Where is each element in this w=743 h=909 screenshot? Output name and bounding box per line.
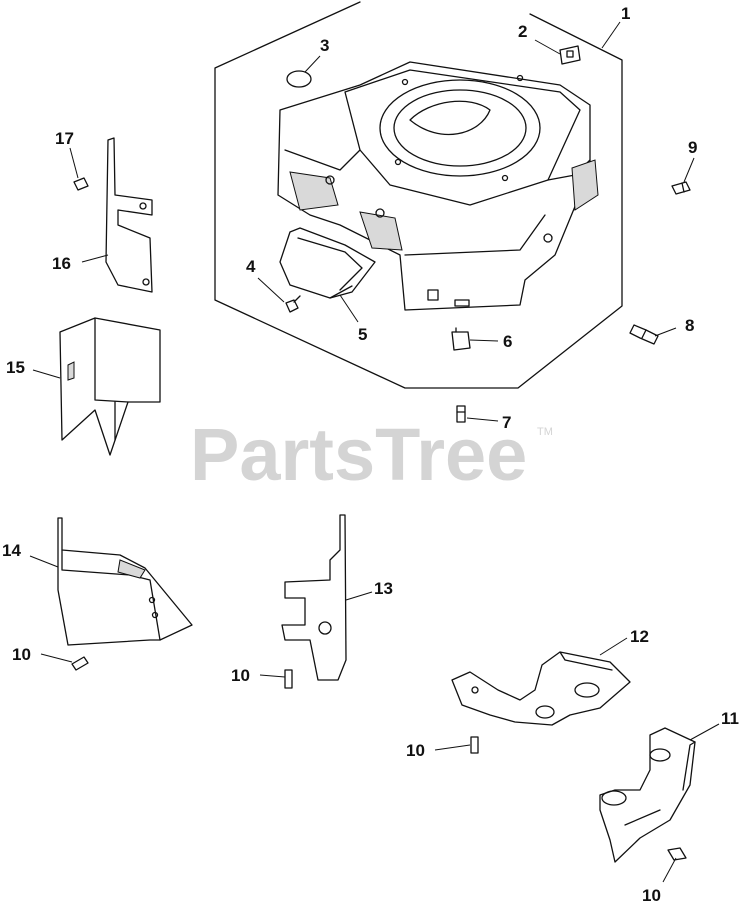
assembly-boundary: [214, 1, 623, 389]
callout-13[interactable]: 13: [374, 579, 393, 598]
callout-17[interactable]: 17: [55, 129, 74, 148]
callout-10-a[interactable]: 10: [12, 645, 31, 664]
part-10-screw-b[interactable]: [284, 669, 293, 689]
callout-9[interactable]: 9: [688, 138, 697, 157]
part-16-bracket[interactable]: [105, 137, 153, 293]
callout-10-c[interactable]: 10: [406, 741, 425, 760]
callout-15[interactable]: 15: [6, 358, 25, 377]
callout-12[interactable]: 12: [630, 627, 649, 646]
part-10-screw-d[interactable]: [667, 847, 687, 861]
part-9-screw[interactable]: [671, 181, 691, 195]
part-5-baffle[interactable]: [279, 227, 376, 299]
part-17-screw[interactable]: [73, 177, 89, 191]
callout-10-b[interactable]: 10: [231, 666, 250, 685]
callout-6[interactable]: 6: [503, 332, 512, 351]
callout-4[interactable]: 4: [246, 257, 256, 276]
part-10-screw-a[interactable]: [71, 656, 89, 671]
part-8-bolt[interactable]: [629, 324, 659, 345]
part-11-bracket[interactable]: [599, 727, 696, 863]
callout-1[interactable]: 1: [621, 4, 630, 23]
callout-8[interactable]: 8: [685, 316, 694, 335]
callout-2[interactable]: 2: [518, 22, 527, 41]
part-6-clip[interactable]: [451, 327, 471, 351]
part-2-plate[interactable]: [559, 45, 581, 65]
part-15-shroud[interactable]: [59, 317, 161, 456]
part-14-shroud[interactable]: [57, 517, 193, 646]
callout-3[interactable]: 3: [320, 36, 329, 55]
watermark-trademark: TM: [537, 426, 553, 438]
part-13-bracket[interactable]: [281, 514, 347, 681]
part-3-plug[interactable]: [286, 70, 312, 88]
watermark-text: PartsTree: [190, 413, 527, 496]
callout-5[interactable]: 5: [358, 325, 367, 344]
part-12-bracket[interactable]: [451, 651, 631, 726]
callout-10-d[interactable]: 10: [642, 886, 661, 905]
callout-11[interactable]: 11: [721, 709, 739, 728]
callout-16[interactable]: 16: [52, 254, 71, 273]
blower-housing[interactable]: [277, 61, 599, 311]
part-7-stud[interactable]: [456, 405, 466, 423]
callout-14[interactable]: 14: [2, 541, 21, 560]
callout-7[interactable]: 7: [502, 413, 511, 432]
part-10-screw-c[interactable]: [470, 736, 479, 754]
leader-lines: [29, 21, 720, 883]
part-4-screw[interactable]: [285, 295, 301, 313]
